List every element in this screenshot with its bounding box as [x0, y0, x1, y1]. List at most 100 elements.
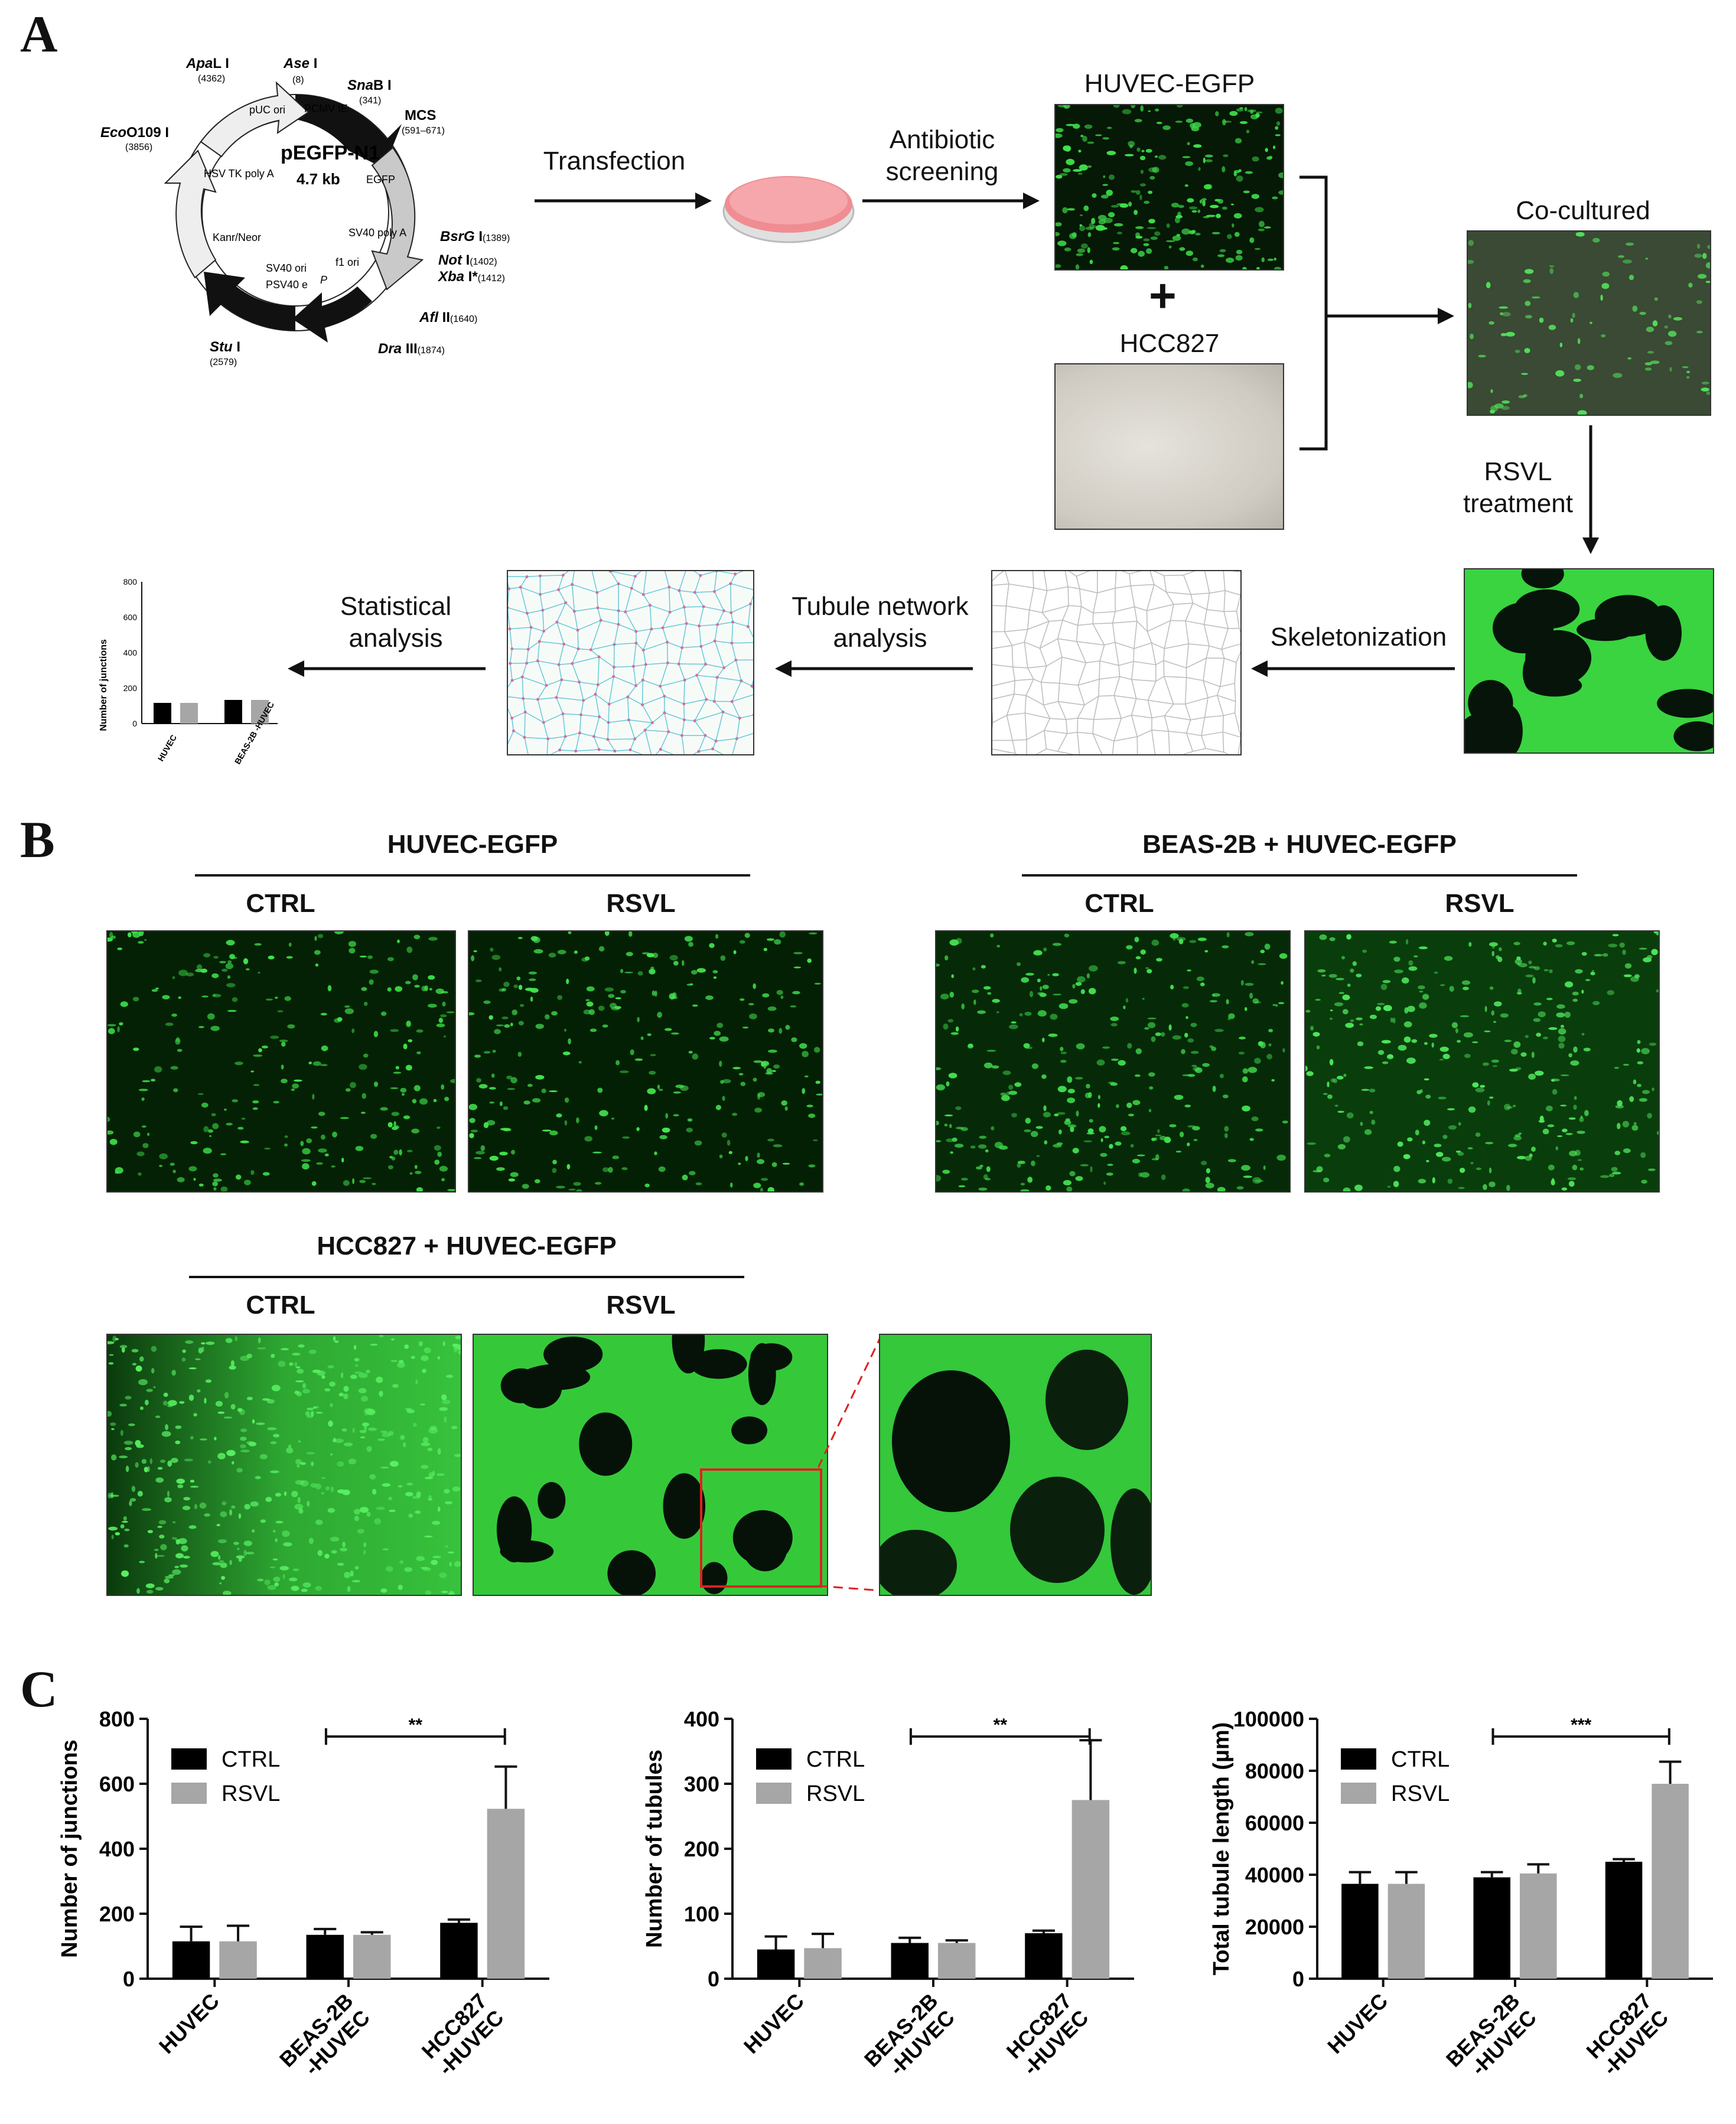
cell	[657, 1012, 662, 1018]
cell	[337, 1461, 344, 1467]
cell	[753, 1060, 763, 1063]
network-segment	[520, 587, 540, 595]
cell	[1215, 111, 1219, 116]
cell	[237, 1548, 240, 1550]
arrow-rsvl	[1582, 425, 1599, 554]
cell	[405, 1064, 412, 1071]
cell	[213, 1178, 222, 1182]
cell	[380, 1588, 387, 1593]
cell	[1180, 1131, 1184, 1138]
cell	[1073, 169, 1082, 172]
cell	[986, 1050, 996, 1052]
network-segment	[1223, 731, 1240, 738]
cell	[1249, 1138, 1254, 1141]
cell	[1248, 1067, 1258, 1073]
cell	[1242, 1068, 1249, 1074]
network-segment	[1113, 718, 1122, 741]
network-segment	[692, 751, 699, 754]
cell	[578, 1061, 582, 1064]
cell	[767, 1187, 774, 1191]
cell	[518, 1021, 524, 1025]
cell	[1074, 1077, 1083, 1080]
network-segment	[608, 676, 614, 705]
cell	[350, 1374, 357, 1379]
network-segment	[714, 641, 725, 668]
network-segment	[683, 703, 685, 720]
group1-title: HUVEC-EGFP	[387, 830, 558, 859]
cell	[1357, 1041, 1364, 1047]
network-node	[597, 748, 601, 751]
network-segment	[1040, 666, 1047, 683]
cell	[311, 1461, 314, 1467]
cell	[1130, 1144, 1134, 1148]
cell	[309, 1349, 317, 1354]
cell	[510, 1077, 517, 1084]
cell	[398, 1585, 403, 1590]
dark-region	[516, 1367, 562, 1409]
svg-text:600: 600	[123, 613, 138, 622]
cell	[814, 982, 821, 985]
cell	[1440, 984, 1445, 986]
cell	[1622, 949, 1626, 955]
cell	[1637, 1040, 1641, 1044]
network-segment	[1207, 609, 1224, 613]
cell	[142, 1143, 149, 1148]
cell	[415, 1165, 418, 1169]
cell	[576, 1117, 579, 1123]
cell	[1560, 1074, 1569, 1076]
cell	[1008, 1024, 1018, 1030]
cell	[1109, 1144, 1113, 1149]
network-segment	[741, 680, 753, 687]
cell	[267, 1585, 276, 1590]
network-segment	[526, 649, 529, 663]
network-segment	[634, 571, 641, 577]
cell	[415, 1171, 422, 1174]
network-node	[693, 591, 696, 594]
cell	[604, 931, 610, 936]
cell	[1536, 1032, 1542, 1037]
cell	[776, 990, 783, 995]
cell	[1162, 125, 1171, 131]
cell	[1082, 135, 1087, 142]
cell	[344, 1008, 354, 1014]
cell	[1581, 952, 1587, 956]
network-segment	[669, 587, 680, 591]
cell	[1272, 1004, 1276, 1006]
cell	[1135, 956, 1141, 960]
cell	[1140, 949, 1147, 955]
cell	[1628, 275, 1634, 281]
network-segment	[572, 649, 579, 664]
network-segment	[1163, 575, 1167, 592]
cell	[389, 1461, 399, 1467]
cell	[1112, 247, 1120, 251]
cell	[1555, 1146, 1558, 1151]
network-node	[699, 644, 703, 648]
network-segment	[1033, 679, 1041, 683]
cell	[740, 1081, 746, 1086]
network-node	[578, 731, 581, 735]
network-segment	[527, 641, 540, 650]
network-segment	[1057, 638, 1063, 657]
group3-ctrl: CTRL	[246, 1291, 315, 1320]
network-node	[666, 640, 669, 644]
cell	[341, 1372, 344, 1379]
cell	[292, 1568, 299, 1572]
cell	[298, 1344, 305, 1348]
cell	[133, 1047, 139, 1051]
network-segment	[1149, 571, 1155, 585]
cell	[406, 1483, 413, 1486]
cell	[473, 950, 477, 953]
network-node	[680, 646, 684, 650]
network-segment	[730, 574, 736, 584]
cell	[428, 1472, 434, 1478]
network-segment	[1025, 695, 1044, 706]
cell	[454, 1345, 461, 1350]
cell	[533, 949, 543, 954]
cell	[1126, 1102, 1132, 1108]
pcmv-arrow	[295, 95, 402, 168]
cell	[622, 1136, 630, 1139]
network-segment	[537, 641, 540, 662]
cell	[225, 1338, 233, 1343]
cell	[1120, 1126, 1127, 1132]
cell	[602, 1167, 610, 1172]
